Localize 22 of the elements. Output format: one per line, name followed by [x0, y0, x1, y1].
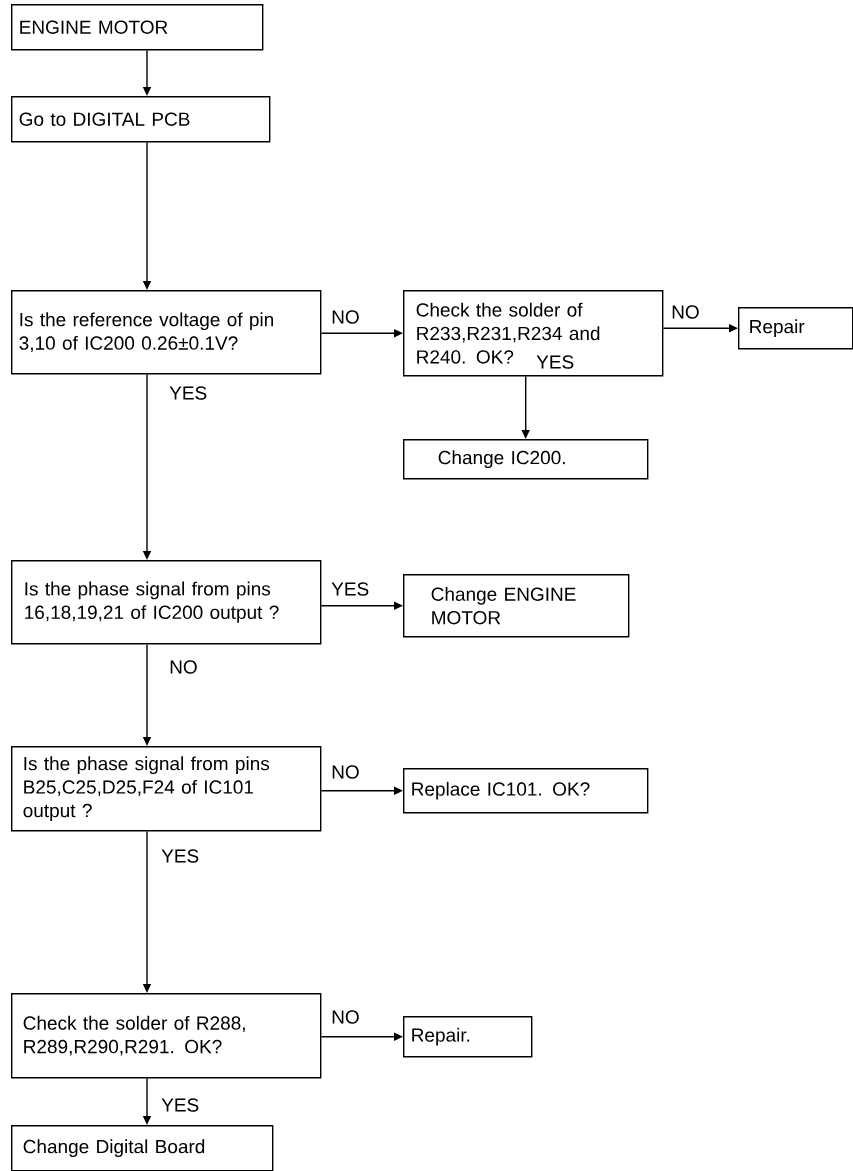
decision-box: Is the reference voltage of pin 3,10 of IC200 0.26±0.1V? [11, 290, 322, 375]
decision-box: Is the phase signal from pins B25,C25,D25,F24 of IC101 output ? [11, 746, 322, 832]
process-box: ENGINE MOTOR [11, 4, 264, 51]
process-box: Repair. [403, 1016, 533, 1058]
edge-label: YES [330, 581, 371, 597]
edge-label: NO [670, 304, 701, 320]
process-box: Change Digital Board [11, 1125, 274, 1171]
decision-box: Is the phase signal from pins 16,18,19,21 of IC200 output ? [11, 560, 322, 645]
process-box: Go to DIGITAL PCB [11, 96, 271, 143]
process-box: Replace IC101. OK? [403, 768, 649, 814]
edge-label: NO [330, 764, 361, 780]
edge-label: NO [330, 1009, 361, 1025]
edge-label: YES [160, 848, 201, 864]
process-box: Change ENGINE MOTOR [403, 574, 630, 638]
edge-label: NO [168, 659, 199, 675]
edge-label: YES [535, 354, 576, 370]
edge-label: YES [168, 385, 209, 401]
process-box: Repair [738, 307, 853, 350]
decision-box: Check the solder of R288, R289,R290,R291. OK? [11, 993, 322, 1079]
edge-label: NO [330, 309, 361, 325]
edge-label: YES [160, 1097, 201, 1113]
process-box: Change IC200. [403, 439, 649, 480]
